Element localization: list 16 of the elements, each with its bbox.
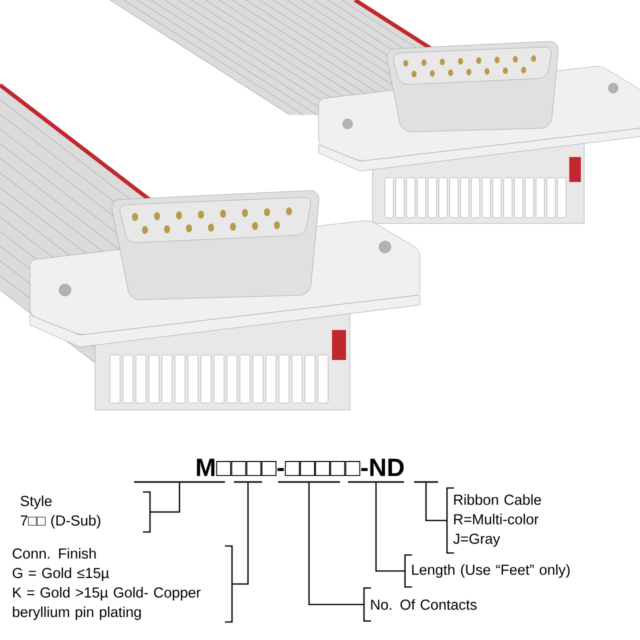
bracketed-label: Conn. Finish G = Gold ≤15µ K = Gold >15µ Gold- Copper beryllium pin plating	[12, 545, 233, 623]
underline-bar	[134, 481, 225, 483]
underline-bar	[414, 481, 438, 483]
leader-line	[425, 482, 447, 522]
underline-bar	[348, 481, 404, 483]
leader-line	[232, 482, 249, 585]
part-number: M□□□□-□□□□□-ND	[196, 458, 404, 476]
bracketed-label: No. Of Contacts	[363, 587, 477, 622]
bracketed-label: Style 7□□ (D-Sub)	[20, 491, 151, 533]
leader-line	[375, 482, 405, 572]
leader-line	[308, 482, 364, 606]
underline-bar	[234, 481, 262, 483]
underline-bar	[278, 481, 340, 483]
bracketed-label: Ribbon Cable R=Multi-color J=Gray	[446, 487, 541, 554]
leader-line	[150, 482, 180, 513]
bracketed-label: Length (Use “Feet” only)	[404, 554, 570, 588]
